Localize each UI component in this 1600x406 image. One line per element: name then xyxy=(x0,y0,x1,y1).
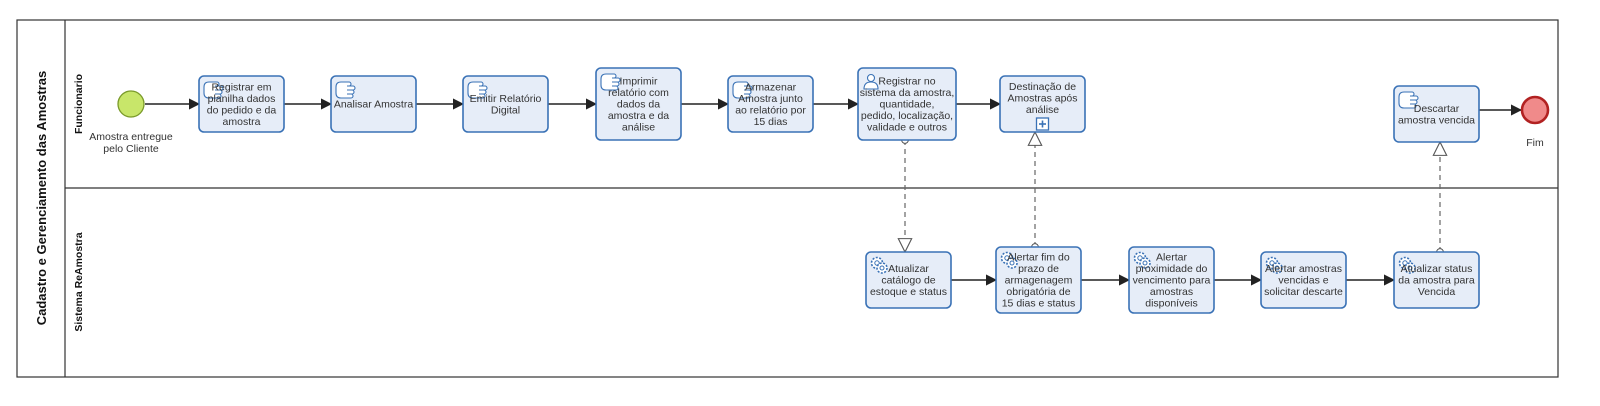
task-label-line: proximidade do xyxy=(1136,263,1208,275)
task-label-line: dados da xyxy=(617,99,660,111)
task-t2[interactable]: Analisar Amostra xyxy=(330,75,417,133)
task-box[interactable] xyxy=(999,75,1086,133)
manual-task-icon xyxy=(203,81,224,99)
task-label-line: Amostra junto xyxy=(738,93,803,105)
start-event-label: pelo Cliente xyxy=(103,143,159,155)
task-label-line: Imprimir xyxy=(620,76,658,88)
start-event-circle[interactable] xyxy=(117,90,145,118)
pool-title: Cadastro e Gerenciamento das Amostras xyxy=(34,71,49,326)
task-label-line: ao relatório por xyxy=(735,104,806,116)
manual-task-icon xyxy=(1398,91,1419,109)
service-task-icon xyxy=(1133,251,1151,269)
task-label-line: Alertar amostras xyxy=(1265,263,1342,275)
task-label-line: disponíveis xyxy=(1145,298,1198,310)
service-task-icon xyxy=(870,256,888,274)
user-task-icon xyxy=(863,73,879,90)
task-label-line: Armazenar xyxy=(745,81,797,93)
task-label-line: Amostras após xyxy=(1007,93,1077,105)
task-label-line: relatório com xyxy=(608,87,669,99)
task-label-line: análise xyxy=(622,122,655,134)
task-label-line: quantidade, xyxy=(880,99,935,111)
task-label-line: catálogo de xyxy=(881,275,935,287)
task-label-line: pedido, localização, xyxy=(861,110,953,122)
subprocess-marker-icon xyxy=(1035,117,1050,131)
task-label-line: obrigatória de xyxy=(1006,286,1070,298)
start-event-label: Amostra entregue xyxy=(89,131,173,143)
task-label-line: amostra vencida xyxy=(1398,114,1475,126)
manual-task-icon xyxy=(600,73,621,91)
service-task-icon xyxy=(1265,256,1283,274)
task-label-line: amostra e da xyxy=(608,110,669,122)
task-label-line: estoque e status xyxy=(870,286,947,298)
task-label-line: análise xyxy=(1026,104,1059,116)
task-label-line: Emitir Relatório xyxy=(470,93,542,105)
service-task-icon xyxy=(1398,256,1416,274)
service-task-icon xyxy=(1000,251,1018,269)
pool: Cadastro e Gerenciamento das Amostras Fu… xyxy=(16,19,1559,378)
task-label-line: Analisar Amostra xyxy=(334,99,414,111)
manual-task-icon xyxy=(732,81,753,99)
task-label-line: validade e outros xyxy=(867,122,947,134)
task-label-line: Alertar fim do xyxy=(1007,252,1070,264)
task-label-line: amostra xyxy=(223,116,261,128)
manual-task-icon xyxy=(467,81,488,99)
end-event[interactable]: Fim xyxy=(1520,95,1550,149)
task-label-line: 15 dias xyxy=(754,116,788,128)
task-label-line: Digital xyxy=(491,104,520,116)
task-label-line: prazo de xyxy=(1018,263,1059,275)
task-label-line: armagenagem xyxy=(1005,275,1073,287)
lane-label-sistema: Sistema ReAmostra xyxy=(73,232,85,331)
task-label-line: planilha dados xyxy=(208,93,276,105)
task-label-line: sistema da amostra, xyxy=(860,87,955,99)
end-event-label: Fim xyxy=(1526,137,1544,149)
task-label-line: Destinação de xyxy=(1009,81,1076,93)
task-label-line: da amostra para xyxy=(1398,275,1475,287)
sequence-flows xyxy=(145,98,1523,286)
task-box[interactable] xyxy=(857,67,957,141)
task-label-line: Atualizar xyxy=(888,263,929,275)
task-label-line: Alertar xyxy=(1156,252,1187,264)
task-label-line: Registrar em xyxy=(211,81,271,93)
task-label-line: Descartar xyxy=(1414,103,1460,115)
task-label-line: vencidas e xyxy=(1278,275,1328,287)
task-label-line: Registrar no xyxy=(878,76,935,88)
end-event-circle[interactable] xyxy=(1520,95,1550,125)
task-label-line: do pedido e da xyxy=(207,104,277,116)
task-label-line: solicitar descarte xyxy=(1264,286,1343,298)
task-label-line: Vencida xyxy=(1418,286,1456,298)
task-label-line: Atualizar status xyxy=(1401,263,1473,275)
task-label-line: 15 dias e status xyxy=(1002,298,1076,310)
task-label-line: amostras xyxy=(1150,286,1193,298)
manual-task-icon xyxy=(335,81,356,99)
task-label-line: vencimento para xyxy=(1133,275,1211,287)
lane-label-funcionario: Funcionario xyxy=(73,74,85,134)
